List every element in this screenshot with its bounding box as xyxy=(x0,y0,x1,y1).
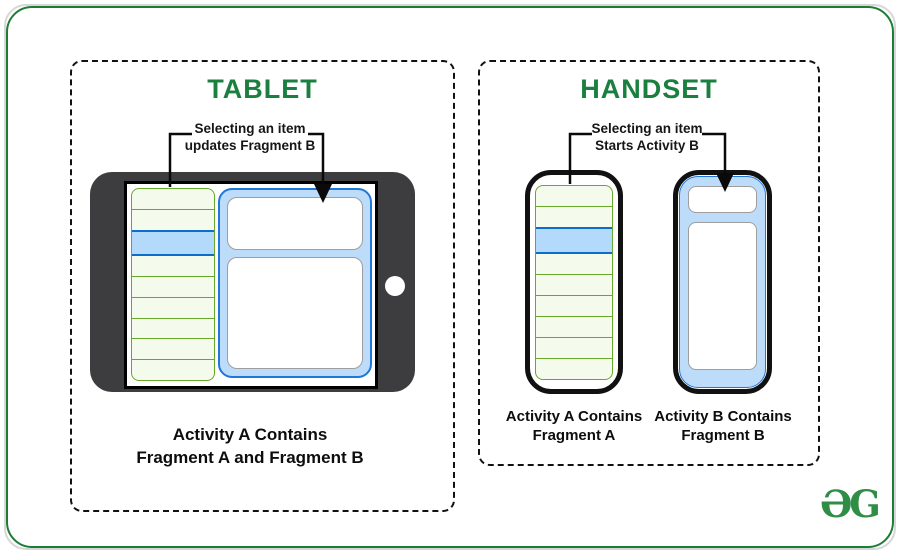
fragment-b-detail-tablet xyxy=(218,188,372,378)
tablet-annotation-line2: updates Fragment B xyxy=(184,137,316,153)
list-item xyxy=(132,208,214,230)
list-item xyxy=(536,295,612,316)
list-item-selected xyxy=(536,227,612,254)
handset-panel: HANDSET xyxy=(478,60,820,466)
inner-frame-shadow xyxy=(4,4,896,550)
phone-a-power-button xyxy=(618,278,623,299)
list-item xyxy=(132,189,214,209)
fragment-a-list-tablet xyxy=(131,188,215,381)
geeksforgeeks-logo: ƏG xyxy=(820,482,881,526)
list-item xyxy=(132,317,214,339)
phone-b-power-button xyxy=(767,278,772,299)
tablet-caption-line1: Activity A Contains xyxy=(172,425,328,444)
tablet-annotation: Selecting an item updates Fragment B xyxy=(175,121,325,154)
list-item xyxy=(536,358,612,379)
list-item xyxy=(132,296,214,318)
phone-a-volume-button xyxy=(618,208,623,238)
tablet-home-button xyxy=(385,276,405,296)
list-item xyxy=(536,316,612,337)
detail-card-top xyxy=(688,186,757,213)
list-item xyxy=(536,186,612,206)
phone-a-caption-line2: Fragment A xyxy=(532,427,616,444)
phone-b-device xyxy=(673,170,772,394)
list-item xyxy=(132,359,214,380)
handset-annotation: Selecting an item Starts Activity B xyxy=(587,121,707,154)
phone-b-volume-button xyxy=(767,208,772,238)
fragment-b-detail-phone xyxy=(679,176,766,388)
tablet-caption: Activity A Contains Fragment A and Fragm… xyxy=(95,423,405,469)
phone-b-caption: Activity B Contains Fragment B xyxy=(649,407,797,445)
phone-b-caption-line1: Activity B Contains xyxy=(654,408,792,425)
handset-annotation-line2: Starts Activity B xyxy=(595,137,699,153)
tablet-panel: TABLET xyxy=(70,60,455,512)
phone-b-caption-line2: Fragment B xyxy=(681,427,765,444)
list-item-selected xyxy=(132,229,214,257)
phone-a-device xyxy=(525,170,623,394)
list-item xyxy=(132,256,214,276)
list-item xyxy=(536,274,612,295)
list-item xyxy=(132,338,214,359)
list-item xyxy=(132,276,214,297)
tablet-annotation-line1: Selecting an item xyxy=(194,121,306,136)
handset-panel-title: HANDSET xyxy=(580,74,718,104)
list-item xyxy=(536,206,612,227)
tablet-panel-title: TABLET xyxy=(207,74,318,104)
detail-card-bottom xyxy=(688,222,757,370)
outer-frame-border xyxy=(6,6,894,548)
detail-card-bottom xyxy=(227,257,363,369)
phone-a-caption-line1: Activity A Contains xyxy=(505,408,643,425)
fragment-a-list-phone xyxy=(535,185,613,380)
list-item xyxy=(536,254,612,274)
phone-a-caption: Activity A Contains Fragment A xyxy=(500,407,648,445)
tablet-caption-line2: Fragment A and Fragment B xyxy=(136,448,364,467)
list-item xyxy=(536,337,612,358)
detail-card-top xyxy=(227,197,363,250)
handset-annotation-line1: Selecting an item xyxy=(591,121,703,136)
